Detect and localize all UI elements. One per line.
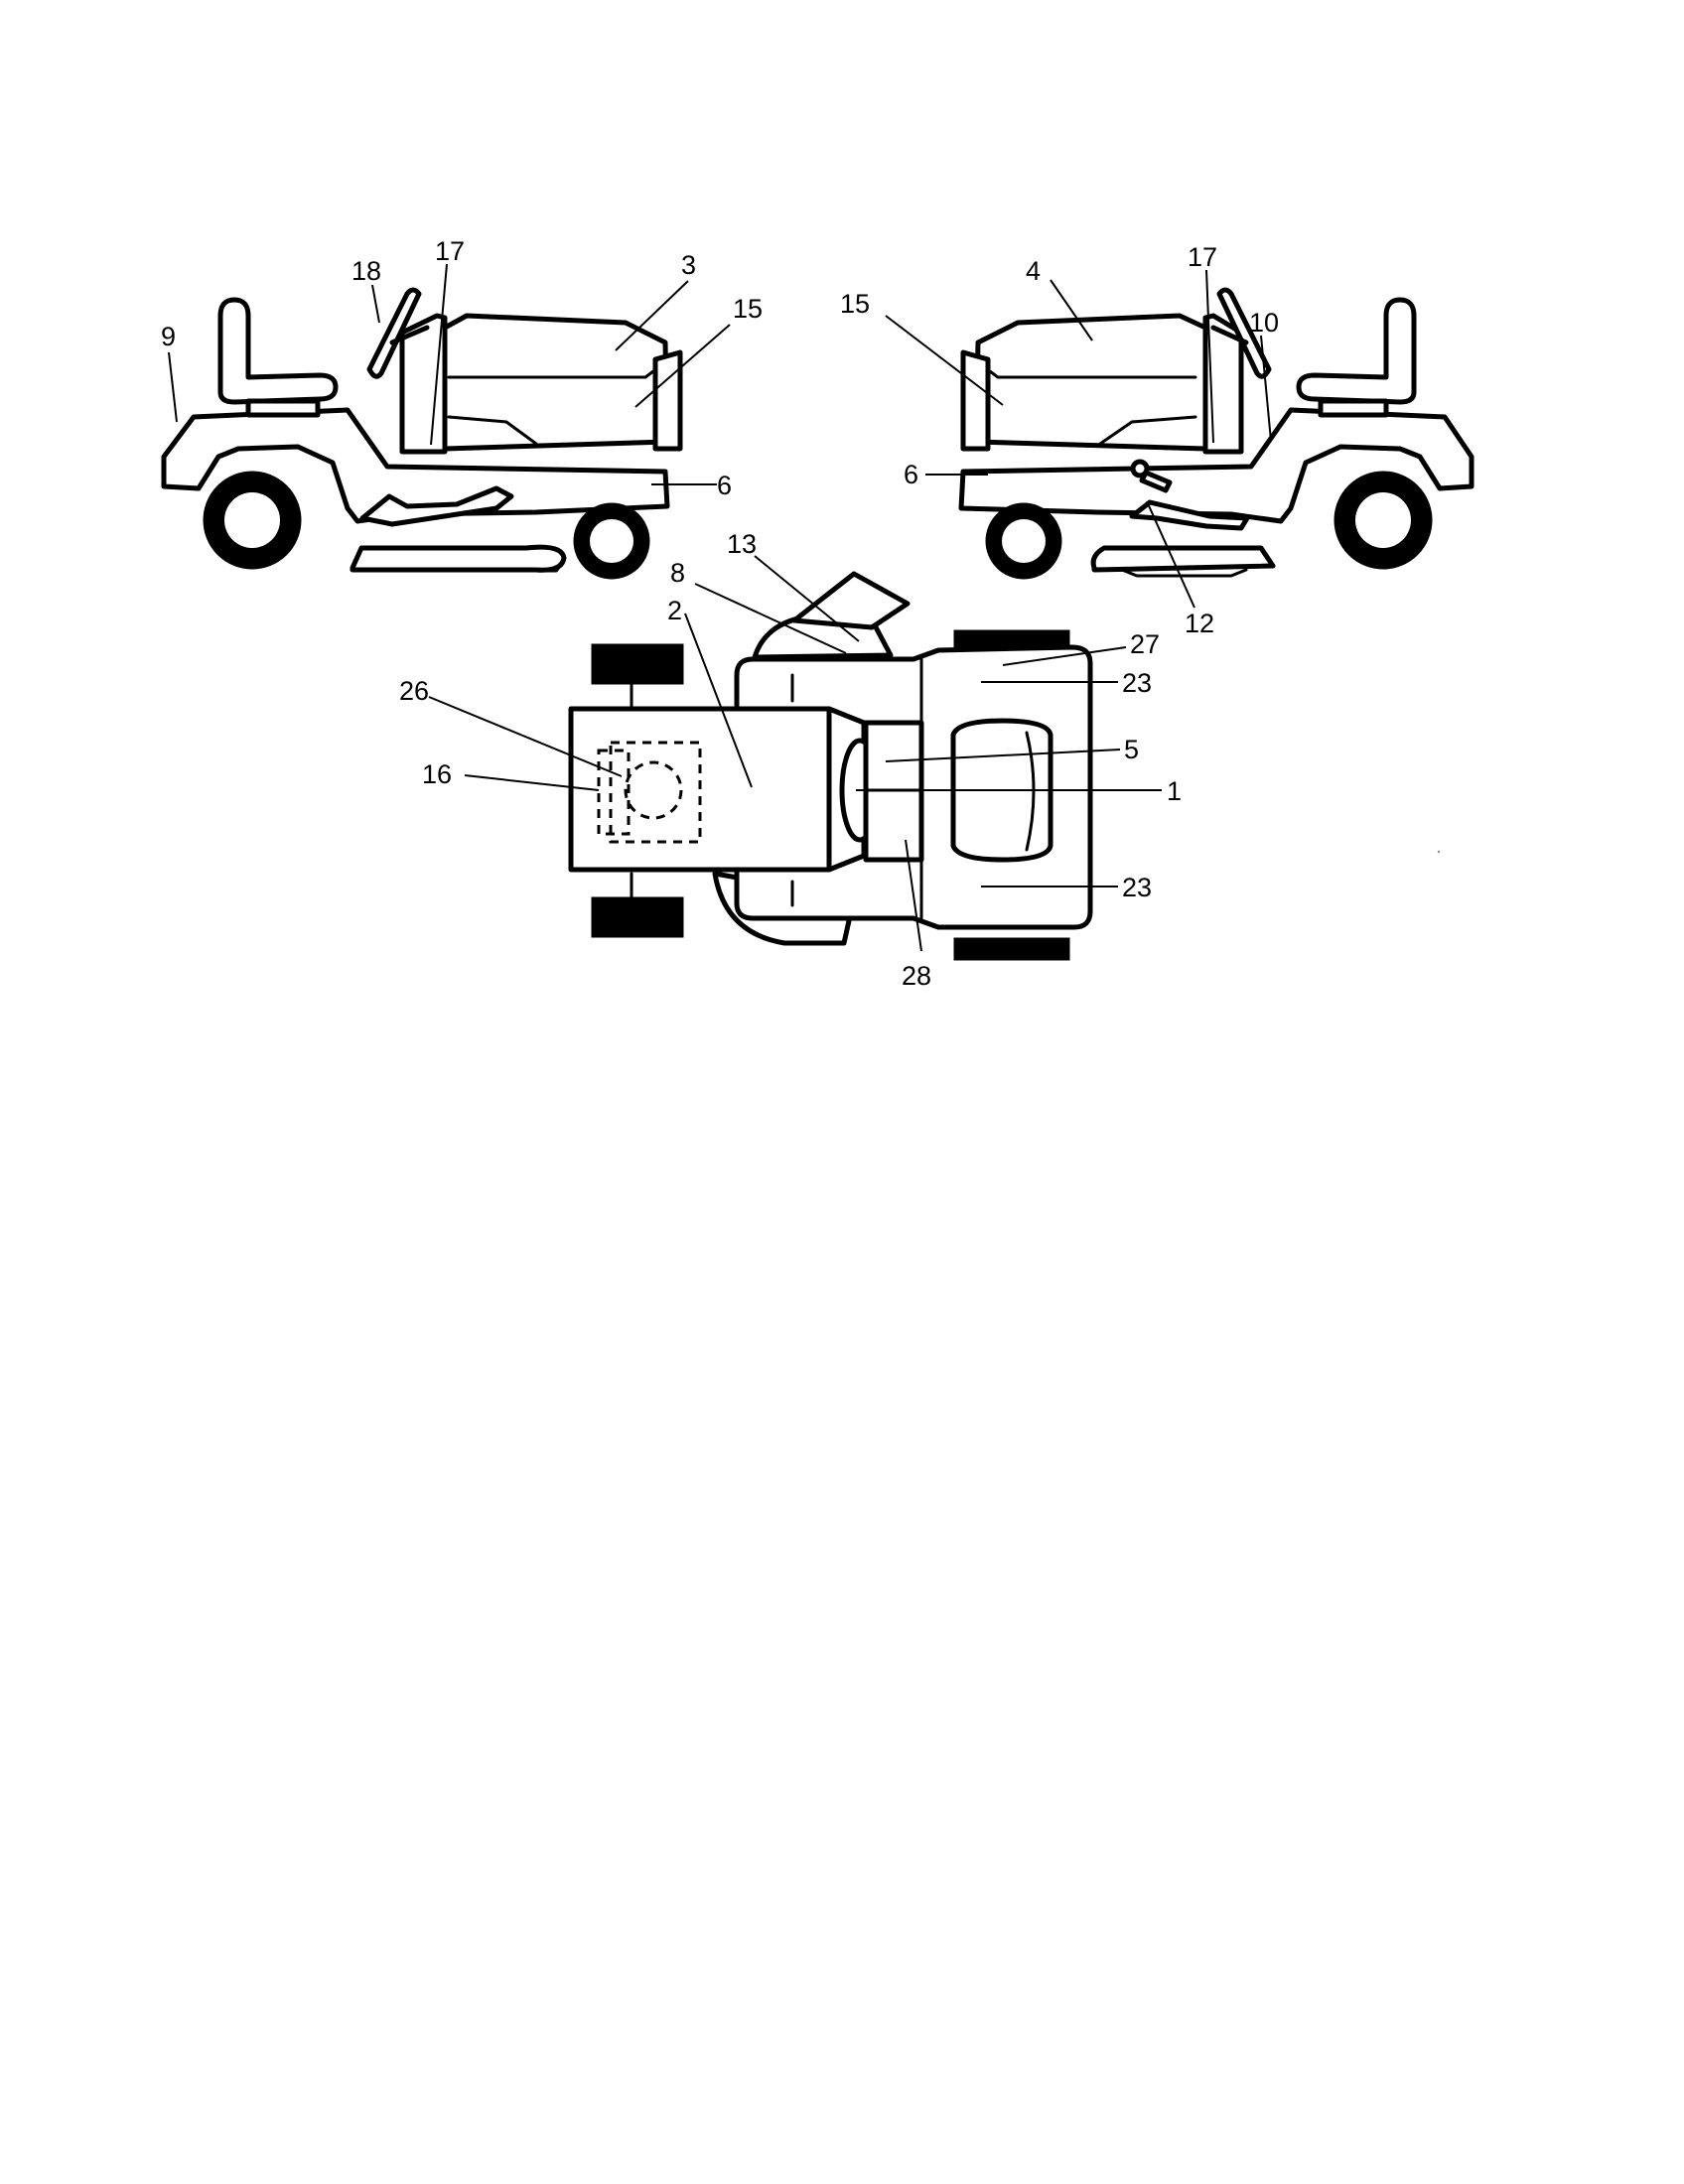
callout-15-left: 15 <box>733 294 763 324</box>
fuel-cap-outline <box>624 760 683 820</box>
steering-column-right <box>1202 313 1244 455</box>
seat-right <box>1296 297 1417 405</box>
leader-4 <box>1050 279 1093 341</box>
callout-6-right: 6 <box>904 460 918 489</box>
seat-post-left <box>245 398 321 418</box>
tractor-top-view: 13 8 2 26 16 27 23 5 1 23 28 <box>399 529 1182 991</box>
leader-27 <box>1002 646 1127 666</box>
callout-1: 1 <box>1167 776 1182 806</box>
rear-hub-right <box>1355 492 1411 548</box>
callout-13: 13 <box>727 529 757 559</box>
leader-15-left <box>634 324 731 408</box>
leader-28 <box>905 839 922 952</box>
rear-hub-left <box>224 492 280 548</box>
deck-blade-guard-left <box>523 544 567 573</box>
leader-17-left <box>430 263 448 446</box>
chute-deflector <box>791 571 911 630</box>
leader-13 <box>754 555 860 642</box>
callout-5: 5 <box>1124 735 1139 764</box>
leader-17-right <box>1205 269 1214 444</box>
leader-5 <box>885 749 1121 762</box>
callout-9: 9 <box>161 322 176 351</box>
leader-2 <box>684 613 753 788</box>
callout-4: 4 <box>1026 256 1041 286</box>
hood-side-panel-right <box>1098 415 1197 446</box>
tractor-left-side-view: 9 18 17 3 15 6 <box>161 236 763 580</box>
hood-left <box>442 313 670 452</box>
filter-outline <box>597 749 631 836</box>
callout-18: 18 <box>351 256 381 286</box>
callout-28: 28 <box>902 961 931 991</box>
hood-right <box>973 313 1208 452</box>
front-tire-top-lower <box>953 937 1070 961</box>
steering-shaft-left <box>389 325 430 345</box>
front-hub-right <box>1002 519 1046 563</box>
leader-8 <box>694 583 847 654</box>
rear-tire-top-upper <box>591 643 684 685</box>
mower-deck-right <box>1090 545 1276 573</box>
running-board-right <box>1129 499 1250 531</box>
callout-15-right: 15 <box>840 289 870 319</box>
hood-side-panel-left <box>447 415 538 446</box>
callout-23-top: 23 <box>1122 668 1152 698</box>
leader-12 <box>1146 500 1195 609</box>
callout-12: 12 <box>1185 609 1214 638</box>
leader-16 <box>464 774 600 791</box>
seat-post-right <box>1318 398 1389 418</box>
leader-10 <box>1260 335 1272 442</box>
callout-2: 2 <box>667 596 682 625</box>
callout-17-left: 17 <box>435 236 465 266</box>
callout-16: 16 <box>422 759 452 789</box>
scan-speck <box>1437 850 1441 854</box>
deck-underside-right <box>1120 568 1248 578</box>
front-hub-left <box>590 519 633 563</box>
leader-3 <box>615 280 689 351</box>
grille-left <box>652 349 683 452</box>
callout-17-right: 17 <box>1188 242 1217 272</box>
callout-27: 27 <box>1130 629 1160 659</box>
leader-26 <box>428 696 623 777</box>
callout-26: 26 <box>399 676 429 706</box>
running-board-left <box>359 485 514 527</box>
leader-18 <box>371 284 380 324</box>
tractor-right-side-view: 15 4 17 10 6 12 <box>840 242 1474 638</box>
grille-right <box>960 349 991 452</box>
lever-handle-right <box>1139 470 1173 493</box>
steering-shaft-right <box>1210 325 1249 345</box>
steering-wheel-left <box>366 287 422 379</box>
callout-3: 3 <box>681 250 696 280</box>
seat-left <box>217 297 339 405</box>
callout-10: 10 <box>1249 308 1279 338</box>
leader-15-right <box>885 315 1004 406</box>
callout-8: 8 <box>670 558 685 588</box>
leader-9 <box>168 351 178 423</box>
callout-23-bottom: 23 <box>1122 873 1152 902</box>
callout-6-left: 6 <box>717 471 732 500</box>
rear-tire-top-lower <box>591 896 684 938</box>
